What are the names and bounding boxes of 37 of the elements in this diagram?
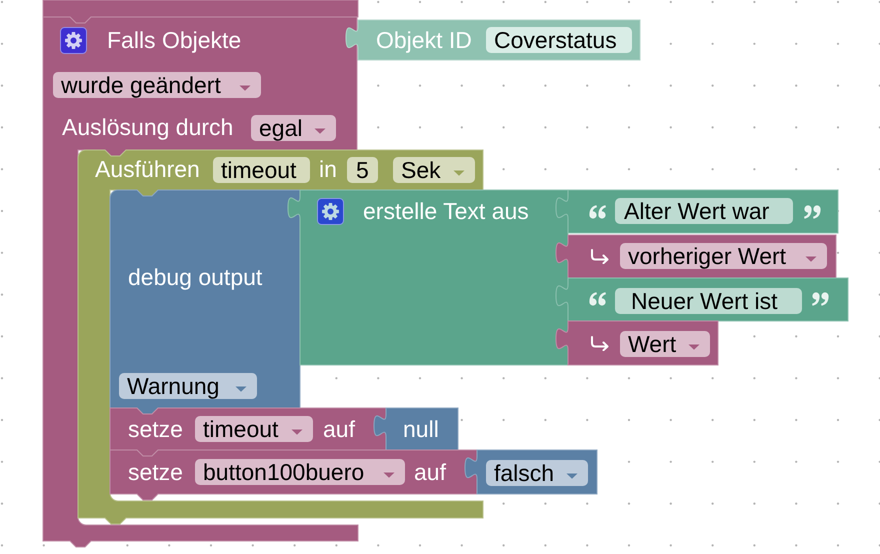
dropdown-field: Sek <box>393 157 475 183</box>
dropdown-field: button100buero <box>195 459 405 485</box>
dropdown-field: egal <box>251 115 336 141</box>
block-label: erstelle Text aus <box>363 198 529 224</box>
text-field: Alter Wert war <box>615 198 793 224</box>
variable-block <box>556 321 718 365</box>
dropdown-field: Warnung <box>119 373 257 399</box>
block-label: Auslösung durch <box>62 114 234 140</box>
block-label: auf <box>414 459 446 485</box>
dropdown-field: vorheriger Wert <box>620 243 827 269</box>
dropdown-field: falsch <box>486 460 588 486</box>
dropdown-field: Wert <box>620 331 710 357</box>
block-label: debug output <box>128 264 262 290</box>
dropdown-field: wurde geändert <box>53 72 261 98</box>
text-field: Coverstatus <box>486 27 632 53</box>
block-label: null <box>403 416 439 442</box>
null-block <box>374 408 458 450</box>
block-label: setze <box>128 416 183 442</box>
value-block <box>346 20 640 60</box>
block-label: Ausführen <box>95 156 200 182</box>
dropdown-field: timeout <box>195 416 313 442</box>
text-join-block <box>288 190 568 365</box>
text-block <box>556 190 838 233</box>
block-label: Objekt ID <box>376 27 472 53</box>
variable-block <box>556 235 836 278</box>
boolean-block <box>465 450 597 494</box>
block-label: Falls Objekte <box>107 27 242 53</box>
text-field: timeout <box>213 157 310 183</box>
block-label: setze <box>128 459 183 485</box>
set-variable-block <box>110 450 477 500</box>
text-block <box>556 278 848 321</box>
debug-block <box>110 190 300 414</box>
text-field: Neuer Wert ist <box>615 288 802 314</box>
number-field: 5 <box>347 157 378 183</box>
block-label: auf <box>323 416 355 442</box>
statement-block <box>43 0 358 23</box>
block-label: in <box>319 156 337 182</box>
